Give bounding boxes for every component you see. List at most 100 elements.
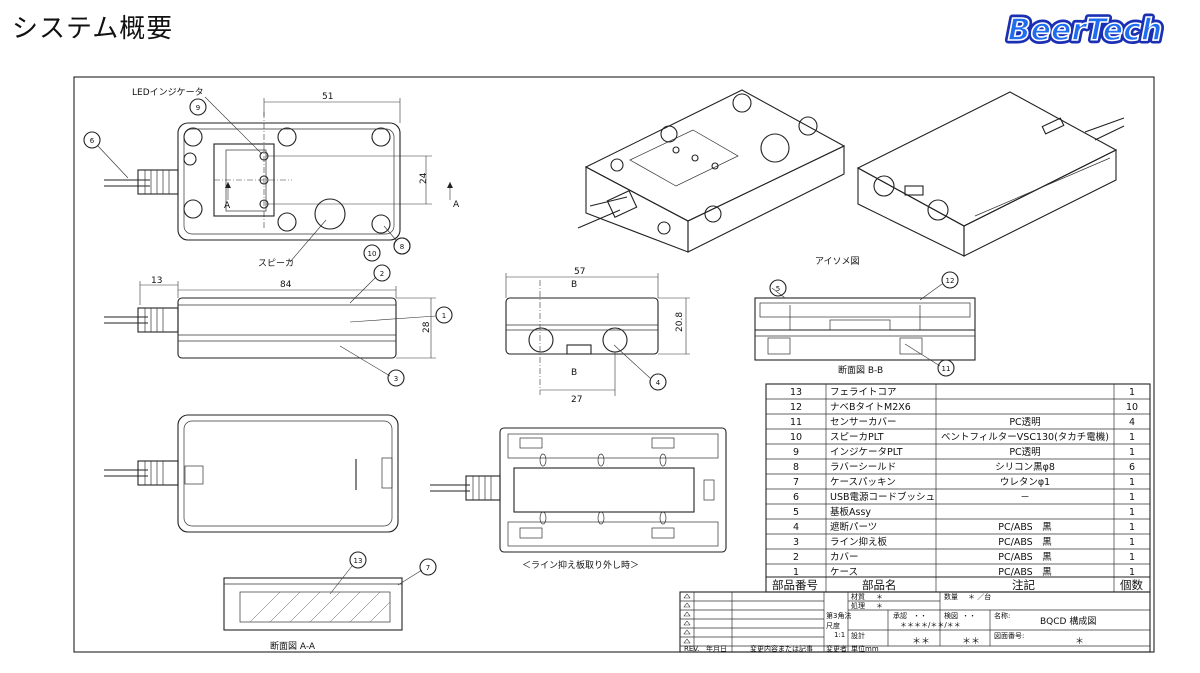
svg-text:＊: ＊ xyxy=(876,602,883,610)
svg-text:＊: ＊ xyxy=(876,593,883,601)
svg-text:＊: ＊ xyxy=(1075,637,1084,647)
title-block: 材質 ＊ 数量 ＊ ／台 処理 ＊ 第3角法 承認 ・・ ＊＊＊＊/＊＊/＊＊ … xyxy=(679,591,1151,653)
bom-cell-note: シリコン黒φ8 xyxy=(995,462,1055,473)
bom-cell-note: PC/ABS 黒 xyxy=(998,567,1052,578)
bom-cell-note: ベントフィルターVSC130(タカチ電機) xyxy=(941,431,1109,443)
section-aa xyxy=(223,565,423,631)
sheet-border xyxy=(73,76,1155,653)
bom-cell-qty: 1 xyxy=(1129,552,1135,563)
svg-text:20.8: 20.8 xyxy=(675,312,685,332)
bom-cell-qty: 1 xyxy=(1129,387,1135,398)
svg-text:注記: 注記 xyxy=(1012,578,1035,592)
svg-text:処理: 処理 xyxy=(851,601,865,610)
svg-text:設計: 設計 xyxy=(851,631,865,640)
bottom-view xyxy=(104,414,399,533)
svg-text:図面番号:: 図面番号: xyxy=(994,632,1024,640)
bom-cell-note: ウレタンφ1 xyxy=(1000,477,1050,488)
svg-text:24: 24 xyxy=(419,172,429,184)
bom-cell-no: 10 xyxy=(790,432,802,443)
svg-text:1:1: 1:1 xyxy=(834,631,845,639)
bom-cell-note: － xyxy=(1020,492,1030,503)
svg-text:2: 2 xyxy=(380,270,384,278)
page-title: システム概要 xyxy=(12,14,174,44)
svg-text:3: 3 xyxy=(394,375,398,383)
bom-cell-name: カバー xyxy=(830,552,859,563)
bom-cell-note: PC/ABS 黒 xyxy=(998,522,1052,533)
svg-text:材質: 材質 xyxy=(851,592,865,601)
svg-text:27: 27 xyxy=(571,395,582,405)
front-view: 13 84 28 xyxy=(104,276,437,377)
svg-text:51: 51 xyxy=(322,92,333,102)
bom-cell-name: ケース xyxy=(830,567,858,578)
bom-cell-name: スピーカPLT xyxy=(830,432,884,443)
bom-cell-no: 5 xyxy=(793,507,799,518)
svg-text:部品番号: 部品番号 xyxy=(772,578,818,592)
svg-text:＊＊: ＊＊ xyxy=(962,637,980,647)
svg-text:84: 84 xyxy=(280,280,292,290)
logo-text: BeerTech xyxy=(1008,13,1162,48)
svg-text:数量: 数量 xyxy=(944,592,958,601)
bom-cell-no: 8 xyxy=(793,462,799,473)
svg-text:検図: 検図 xyxy=(944,611,958,620)
svg-text:1: 1 xyxy=(442,312,446,320)
svg-text:第3角法: 第3角法 xyxy=(826,611,851,620)
balloons: 6 9 8 2 1 3 4 5 12 11 13 7 xyxy=(83,98,959,576)
bom-cell-qty: 1 xyxy=(1129,522,1135,533)
svg-text:10: 10 xyxy=(368,250,377,258)
svg-text:＊＊＊＊/＊＊/＊＊: ＊＊＊＊/＊＊/＊＊ xyxy=(900,621,961,629)
svg-text:7: 7 xyxy=(426,564,430,572)
bom-cell-no: 1 xyxy=(793,567,799,578)
beertech-logo: BeerTech BeerTech xyxy=(1004,10,1165,50)
plate-removed-caption: ＜ライン抑え板取り外し時＞ xyxy=(522,559,639,571)
bom-cell-qty: 1 xyxy=(1129,507,1135,518)
section-aa-caption: 断面図 A-A xyxy=(270,640,316,652)
svg-text:・・: ・・ xyxy=(913,612,927,620)
bom-cell-note: PC透明 xyxy=(1009,447,1040,458)
top-view: A A 51 24 LEDインジケータ スピーカ xyxy=(104,87,460,269)
bom-cell-no: 9 xyxy=(793,447,799,458)
svg-text:変更者: 変更者 xyxy=(826,644,847,653)
svg-text:A: A xyxy=(224,201,231,211)
svg-text:B: B xyxy=(571,280,577,290)
svg-text:6: 6 xyxy=(90,137,95,145)
bom-cell-qty: 1 xyxy=(1129,567,1135,578)
bom-cell-name: ラバーシールド xyxy=(830,462,896,473)
side-view: 57 B B 20.8 27 xyxy=(505,267,690,405)
bom-cell-qty: 10 xyxy=(1126,402,1138,413)
isometric-left xyxy=(577,89,846,253)
svg-text:11: 11 xyxy=(942,365,951,373)
bom-cell-name: ナベBタイトM2X6 xyxy=(830,402,911,413)
bom-cell-qty: 1 xyxy=(1129,477,1135,488)
svg-text:4: 4 xyxy=(656,379,661,387)
bom-cell-name: 遮断パーツ xyxy=(830,521,877,533)
bom-cell-name: センサーカバー xyxy=(830,417,897,428)
svg-text:部品名: 部品名 xyxy=(862,578,897,592)
bom-cell-name: USB電源コードブッシュ xyxy=(830,491,935,503)
svg-text:＊ ／台: ＊ ／台 xyxy=(968,592,991,601)
svg-text:5: 5 xyxy=(776,285,780,293)
section-bb-caption: 断面図 B-B xyxy=(838,364,883,376)
bom-cell-name: インジケータPLT xyxy=(830,447,903,458)
svg-text:28: 28 xyxy=(422,321,432,333)
svg-text:変更内容または記事: 変更内容または記事 xyxy=(750,644,813,653)
bom-cell-no: 13 xyxy=(790,387,802,398)
bom-cell-no: 12 xyxy=(790,402,802,413)
bom-cell-no: 11 xyxy=(790,417,802,428)
svg-text:13: 13 xyxy=(151,276,162,286)
bom-cell-qty: 1 xyxy=(1129,537,1135,548)
svg-text:尺度: 尺度 xyxy=(826,621,840,630)
bom-cell-qty: 6 xyxy=(1129,462,1135,473)
svg-text:A: A xyxy=(453,200,460,210)
bom-cell-qty: 4 xyxy=(1129,417,1135,428)
svg-text:単位mm: 単位mm xyxy=(851,644,879,653)
bom-cell-name: ライン抑え板 xyxy=(830,536,888,548)
bom-cell-no: 6 xyxy=(793,492,799,503)
svg-text:8: 8 xyxy=(400,243,404,251)
svg-text:年月日: 年月日 xyxy=(706,644,727,653)
svg-text:13: 13 xyxy=(354,557,363,565)
svg-text:承認: 承認 xyxy=(893,611,907,620)
bom-cell-note: PC/ABS 黒 xyxy=(998,552,1052,563)
isometric-right xyxy=(856,91,1125,257)
